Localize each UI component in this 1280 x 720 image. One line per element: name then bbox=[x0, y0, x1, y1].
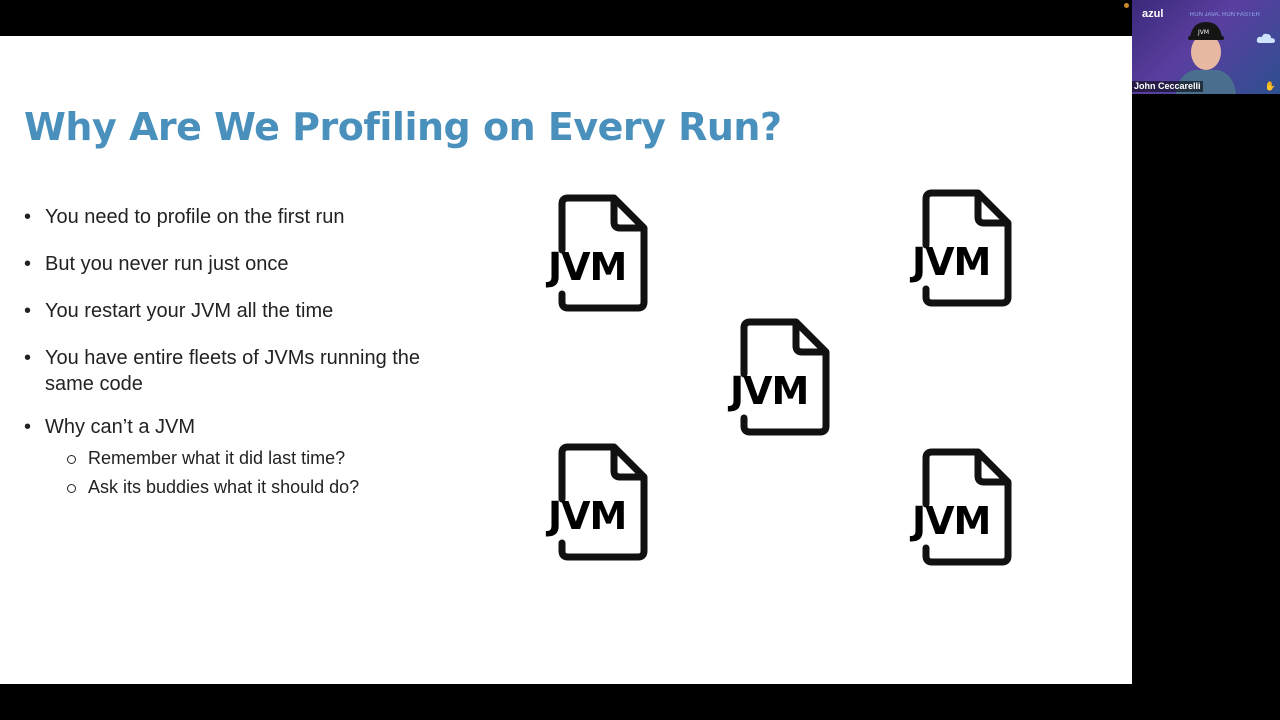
sub-bullet-item: Ask its buddies what it should do? bbox=[45, 473, 452, 502]
hat-label: JVM bbox=[1197, 29, 1209, 36]
bullet-text: Why can’t a JVM bbox=[45, 416, 196, 438]
jvm-file-icon: JVM bbox=[545, 443, 650, 561]
bullet-dot: • bbox=[24, 416, 32, 438]
jvm-label: JVM bbox=[545, 245, 626, 289]
sub-bullet-list: Remember what it did last time? Ask its … bbox=[45, 444, 452, 502]
bullet-text: But you never run just once bbox=[45, 253, 289, 275]
backdrop-banner: RUN JAVA. RUN FASTER bbox=[1189, 12, 1260, 18]
sub-bullet-item: Remember what it did last time? bbox=[45, 444, 452, 473]
bullet-text: You restart your JVM all the time bbox=[45, 300, 334, 322]
sub-bullet-text: Ask its buddies what it should do? bbox=[88, 477, 360, 497]
brand-logo: azul bbox=[1142, 8, 1164, 20]
jvm-label: JVM bbox=[909, 240, 990, 284]
jvm-label: JVM bbox=[727, 369, 808, 413]
jvm-file-icon: JVM bbox=[909, 448, 1014, 566]
slide-title: Why Are We Profiling on Every Run? bbox=[24, 105, 782, 149]
participant-avatar: JVM bbox=[1176, 22, 1236, 94]
bullet-item: • You restart your JVM all the time bbox=[22, 298, 452, 324]
jvm-label: JVM bbox=[545, 494, 626, 538]
bullet-item: • But you never run just once bbox=[22, 251, 452, 277]
participant-video-tile[interactable]: azul RUN JAVA. RUN FASTER JVM John Cecca… bbox=[1132, 0, 1280, 94]
bullet-text: You have entire fleets of JVMs running t… bbox=[45, 347, 421, 395]
hand-icon: ✋ bbox=[1264, 81, 1276, 91]
bullet-text: You need to profile on the first run bbox=[45, 206, 345, 228]
jvm-file-icon: JVM bbox=[909, 189, 1014, 307]
jvm-file-icon: JVM bbox=[727, 318, 832, 436]
recording-indicator-icon bbox=[1124, 3, 1129, 8]
bullet-item: • You have entire fleets of JVMs running… bbox=[22, 345, 452, 397]
bullet-dot: • bbox=[24, 300, 32, 322]
bullet-item: • You need to profile on the first run bbox=[22, 204, 452, 230]
cloud-icon bbox=[1256, 33, 1275, 43]
bullet-dot: • bbox=[24, 206, 32, 228]
bullet-dot: • bbox=[24, 347, 32, 369]
circle-bullet-icon bbox=[67, 455, 76, 464]
bullet-dot: • bbox=[24, 253, 32, 275]
jvm-file-icon: JVM bbox=[545, 194, 650, 312]
bullet-list: • You need to profile on the first run •… bbox=[22, 204, 452, 523]
presentation-slide: Why Are We Profiling on Every Run? • You… bbox=[0, 36, 1132, 684]
jvm-label: JVM bbox=[909, 499, 990, 543]
participant-name-label: John Ceccarelli bbox=[1132, 81, 1203, 92]
sub-bullet-text: Remember what it did last time? bbox=[88, 448, 346, 468]
circle-bullet-icon bbox=[67, 484, 76, 493]
bullet-item: • Why can’t a JVM Remember what it did l… bbox=[22, 414, 452, 502]
